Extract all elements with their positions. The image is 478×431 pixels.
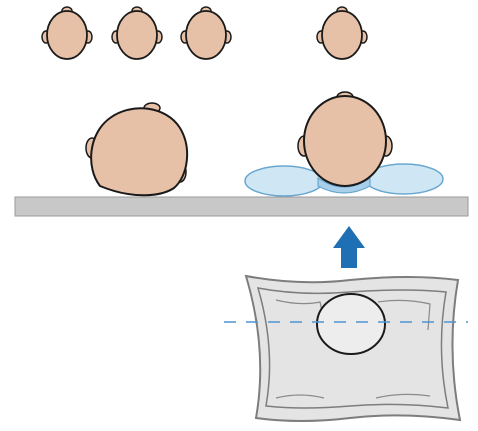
baby-head-icon	[112, 7, 162, 59]
head-with-support	[245, 92, 443, 196]
up-arrow-icon	[333, 226, 365, 268]
left-wing-pad	[245, 166, 323, 196]
baby-head-icon	[42, 7, 92, 59]
head-support-pillow-icon	[246, 276, 460, 421]
mattress-surface	[15, 197, 468, 216]
flattened-head-icon	[86, 103, 187, 195]
small-heads-row	[42, 7, 367, 59]
baby-head-icon	[181, 7, 231, 59]
pillow-head-recess	[317, 294, 385, 354]
baby-head-icon	[317, 7, 367, 59]
